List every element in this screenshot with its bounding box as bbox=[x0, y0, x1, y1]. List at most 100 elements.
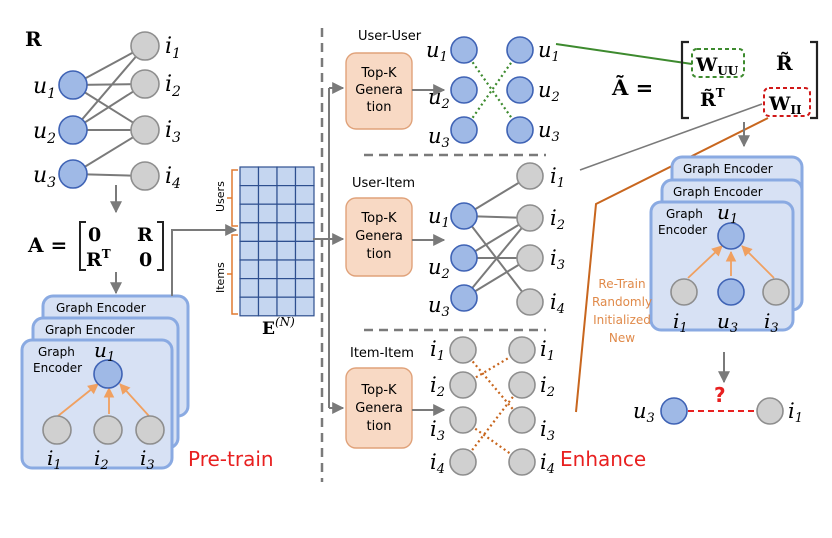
r-tilde-label: R̃ bbox=[776, 51, 793, 75]
embedding-cell bbox=[239, 203, 260, 224]
encoder-item-label-2: i2 bbox=[94, 446, 109, 473]
user-item-panel: User-Item Top-K Genera tion u1 u2 u3 i1 … bbox=[345, 162, 565, 320]
svg-text:i3: i3 bbox=[540, 417, 555, 444]
embedding-cell bbox=[257, 185, 278, 205]
embedding-cell bbox=[294, 203, 315, 224]
topk-box-ii bbox=[345, 367, 413, 449]
r-tilde-t-label: R̃T bbox=[700, 86, 725, 111]
embedding-table: Users Items E(N) bbox=[214, 166, 315, 339]
embedding-cell bbox=[239, 222, 260, 243]
encoder-item-node-3 bbox=[135, 415, 165, 445]
svg-text:u2: u2 bbox=[428, 255, 450, 282]
matrix-cell-rt: RT bbox=[86, 247, 111, 271]
retrain-encoder-back-title: Graph Encoder bbox=[683, 162, 773, 176]
svg-text:Genera: Genera bbox=[355, 401, 403, 416]
svg-text:i1: i1 bbox=[550, 164, 565, 191]
item-item-title: Item-Item bbox=[350, 346, 414, 361]
embedding-cell bbox=[239, 278, 260, 298]
user-item-title: User-Item bbox=[352, 176, 415, 191]
encoder-item-node-2 bbox=[93, 415, 123, 445]
embedding-cell bbox=[257, 296, 278, 317]
enhanced-adjacency-matrix: Ã = WUU R̃ R̃T WII bbox=[611, 40, 819, 120]
retrain-encoder-front-title-1: Graph bbox=[666, 207, 703, 221]
svg-text:Top-K: Top-K bbox=[360, 211, 397, 226]
svg-text:Re-Train: Re-Train bbox=[598, 277, 645, 291]
embedding-cell bbox=[294, 222, 315, 243]
svg-text:u3: u3 bbox=[428, 293, 450, 320]
embedding-cell bbox=[257, 203, 278, 224]
svg-text:New: New bbox=[609, 331, 635, 345]
matrix-cell-0b: 0 bbox=[139, 249, 152, 271]
svg-text:i2: i2 bbox=[550, 206, 565, 233]
embedding-cell bbox=[276, 259, 297, 280]
embedding-cell bbox=[239, 240, 260, 261]
embedding-cell bbox=[294, 185, 315, 205]
embedding-cell bbox=[257, 166, 278, 187]
embedding-cell bbox=[276, 185, 297, 205]
embedding-cell bbox=[276, 240, 297, 261]
svg-text:i3: i3 bbox=[430, 417, 445, 444]
pretrain-stage-label: Pre-train bbox=[188, 447, 274, 471]
pretrain-bipartite-graph: R u1 u2 u3 i1 i2 i3 i4 bbox=[25, 27, 181, 192]
retrain-annotation: Re-Train Randomly Initialized New bbox=[592, 277, 652, 345]
svg-text:Top-K: Top-K bbox=[360, 66, 397, 81]
retrain-encoder-mid-title: Graph Encoder bbox=[673, 185, 763, 199]
user-user-panel: User-User Top-K Genera tion u1 u2 u3 u1 … bbox=[345, 29, 560, 151]
item-node-i4 bbox=[130, 161, 160, 191]
encoder-item-node-1 bbox=[42, 415, 72, 445]
user-node-u1 bbox=[58, 70, 88, 100]
user-label-u1: u1 bbox=[33, 74, 56, 102]
encoder-user-node bbox=[93, 359, 123, 389]
r-matrix-label: R bbox=[25, 27, 42, 51]
embedding-cell bbox=[257, 240, 278, 261]
embedding-cell bbox=[276, 278, 297, 298]
embedding-cell bbox=[257, 259, 278, 280]
prediction-question-mark: ? bbox=[714, 383, 726, 407]
encoder-front-title-1: Graph bbox=[38, 345, 75, 359]
embedding-cell bbox=[294, 240, 315, 261]
svg-text:Genera: Genera bbox=[355, 229, 403, 244]
w-uu-highlight bbox=[691, 48, 745, 78]
svg-text:i3: i3 bbox=[550, 246, 565, 273]
retrain-encoder-stack: Graph Encoder Graph Encoder Graph Encode… bbox=[649, 155, 804, 336]
svg-text:u2: u2 bbox=[428, 85, 450, 112]
item-label-i2: i2 bbox=[165, 72, 181, 100]
svg-text:u3: u3 bbox=[428, 124, 450, 151]
user-label-u2: u2 bbox=[33, 119, 56, 147]
embedding-cell bbox=[239, 166, 260, 187]
svg-text:Genera: Genera bbox=[355, 83, 403, 98]
item-item-panel: Item-Item Top-K Genera tion i1 i2 i3 i4 … bbox=[345, 336, 555, 477]
svg-text:tion: tion bbox=[367, 419, 392, 434]
embedding-cell bbox=[294, 166, 315, 187]
w-ii-label: WII bbox=[768, 93, 802, 117]
svg-text:u1: u1 bbox=[428, 204, 450, 231]
a-equals-label: A = bbox=[27, 233, 67, 257]
ii-to-wii-connector bbox=[575, 117, 769, 413]
svg-text:i1: i1 bbox=[788, 399, 803, 426]
embedding-cell bbox=[276, 222, 297, 243]
svg-text:i4: i4 bbox=[550, 290, 565, 317]
embedding-cell bbox=[294, 278, 315, 298]
enhance-stage-label: Enhance bbox=[560, 447, 646, 471]
svg-text:u2: u2 bbox=[538, 78, 560, 105]
link-prediction: u3 ? i1 bbox=[633, 383, 803, 426]
embedding-cell bbox=[239, 259, 260, 280]
svg-text:i1: i1 bbox=[673, 309, 688, 336]
embedding-cell bbox=[257, 222, 278, 243]
embedding-to-topk-arrows bbox=[313, 82, 345, 414]
w-ii-highlight bbox=[763, 87, 811, 117]
retrain-encoder-front-title-2: Encoder bbox=[658, 223, 707, 237]
svg-text:u3: u3 bbox=[538, 118, 560, 145]
adjacency-matrix-a: A = 0 R RT 0 bbox=[27, 221, 164, 271]
svg-text:i4: i4 bbox=[540, 450, 555, 477]
matrix-cell-0: 0 bbox=[88, 224, 101, 246]
embedding-cell bbox=[276, 166, 297, 187]
embedding-cell bbox=[239, 185, 260, 205]
embedding-cell bbox=[257, 278, 278, 298]
svg-text:Top-K: Top-K bbox=[360, 383, 397, 398]
svg-text:Randomly: Randomly bbox=[592, 295, 652, 309]
user-node-u2 bbox=[58, 115, 88, 145]
embedding-cell bbox=[294, 296, 315, 317]
user-node-u3 bbox=[58, 159, 88, 189]
